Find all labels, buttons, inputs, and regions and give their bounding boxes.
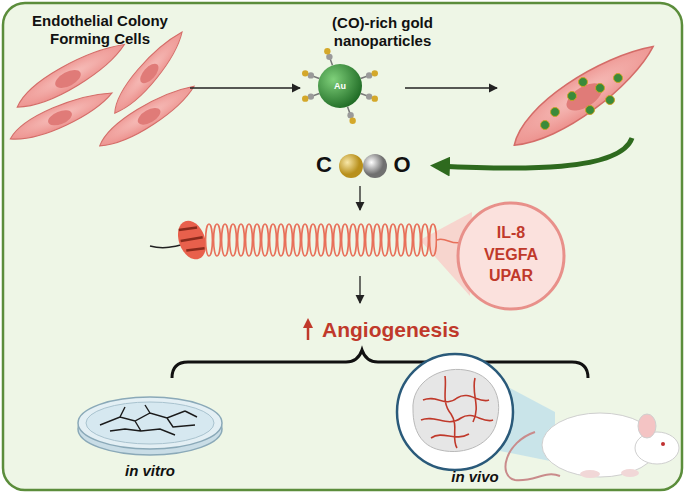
diagram-node: Endothelial Colony Forming Cells (10, 8, 190, 140)
diagram-node: IL-8 VEGFA UPAR (455, 200, 567, 312)
node-text: Au (328, 81, 352, 92)
node-text: (CO)-rich gold nanoparticles (300, 14, 465, 50)
node-text: C (313, 152, 335, 178)
node-text: Endothelial Colony Forming Cells (10, 12, 190, 48)
loaded-cell (502, 35, 666, 156)
node-text: in vivo (430, 468, 520, 486)
background-panel (3, 3, 682, 490)
diagram-node: (CO)-rich gold nanoparticlesAu (300, 10, 465, 114)
mouse-model (397, 354, 679, 480)
node-text: IL-8 VEGFA UPAR (475, 222, 547, 287)
ligand (302, 48, 378, 124)
flow-arrow (359, 186, 360, 210)
node-text: O (391, 152, 413, 178)
flow-arrow (405, 87, 497, 88)
flow-arrow (190, 87, 300, 88)
diagram-node: in vivo (385, 350, 675, 485)
diagram-node: CO (313, 150, 413, 182)
chromatin (150, 212, 472, 296)
diagram-node: in vitro (75, 385, 225, 485)
release-arrow (438, 138, 632, 168)
gene-circle (458, 203, 564, 309)
carbon-atom (339, 154, 363, 178)
flow-arrow (359, 276, 360, 303)
node-text: in vitro (75, 462, 225, 480)
petri-dish (78, 397, 222, 455)
increase-arrow (307, 322, 310, 340)
oxygen-atom (363, 154, 387, 178)
gold-nanoparticle (318, 64, 362, 108)
bracket (172, 350, 588, 378)
outcome-label: Angiogenesis (322, 318, 460, 342)
node-shape (385, 350, 675, 485)
